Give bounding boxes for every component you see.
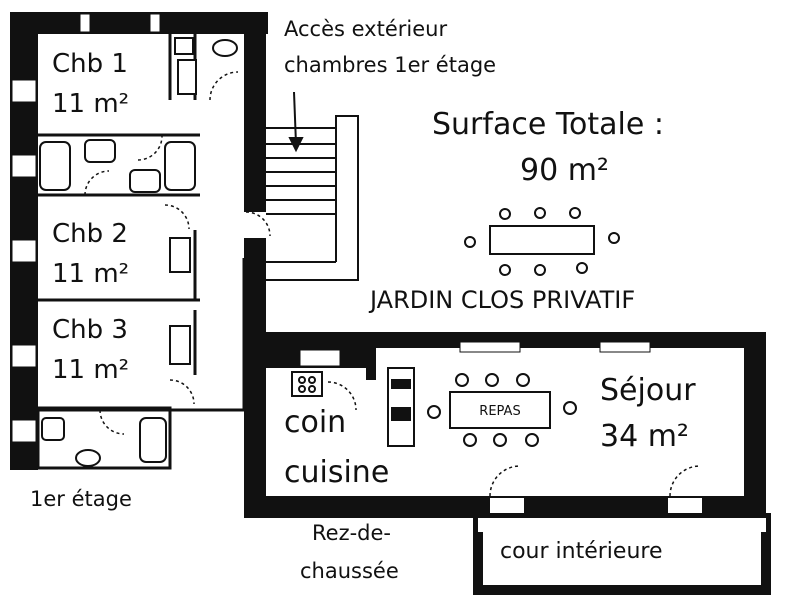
access-line-2: chambres 1er étage: [284, 53, 496, 77]
garden-table-icon: [464, 207, 620, 276]
first-floor-windows: [11, 13, 161, 443]
kitchen-label-line-2: cuisine: [284, 455, 389, 490]
ground-floor-door-gaps: [490, 498, 702, 516]
first-floor-label: 1er étage: [30, 487, 132, 511]
garden-label: JARDIN CLOS PRIVATIF: [368, 286, 635, 314]
stairs-arrow-icon: [288, 91, 304, 153]
ground-floor-label-line-2: chaussée: [300, 559, 399, 583]
ground-floor-windows: [299, 341, 651, 367]
courtyard-label: cour intérieure: [500, 539, 663, 564]
access-line-1: Accès extérieur: [284, 17, 447, 41]
room-chb-3-area: 11 m²: [52, 355, 129, 385]
first-floor-walls: [10, 12, 268, 470]
surface-title: Surface Totale :: [432, 107, 664, 142]
kitchen-label-line-1: coin: [284, 405, 346, 440]
first-floor-fixtures: [39, 37, 238, 467]
living-room-area: 34 m²: [600, 419, 689, 454]
room-chb-2-area: 11 m²: [52, 259, 129, 289]
ground-floor-doors: [489, 465, 701, 497]
exterior-stairs: [266, 115, 359, 281]
room-chb-3-name: Chb 3: [52, 315, 128, 345]
dining-table-label: REPAS: [479, 404, 520, 419]
room-chb-1-name: Chb 1: [52, 49, 128, 79]
courtyard-top: [478, 518, 766, 532]
kitchen-counter: [291, 367, 415, 447]
surface-value: 90 m²: [520, 153, 609, 188]
room-chb-1-area: 11 m²: [52, 89, 129, 119]
dining-table-icon: [427, 373, 577, 447]
living-room-name: Séjour: [600, 373, 696, 408]
first-floor-doors: [84, 71, 271, 435]
ground-floor-label-line-1: Rez-de-: [312, 521, 391, 545]
room-chb-2-name: Chb 2: [52, 219, 128, 249]
